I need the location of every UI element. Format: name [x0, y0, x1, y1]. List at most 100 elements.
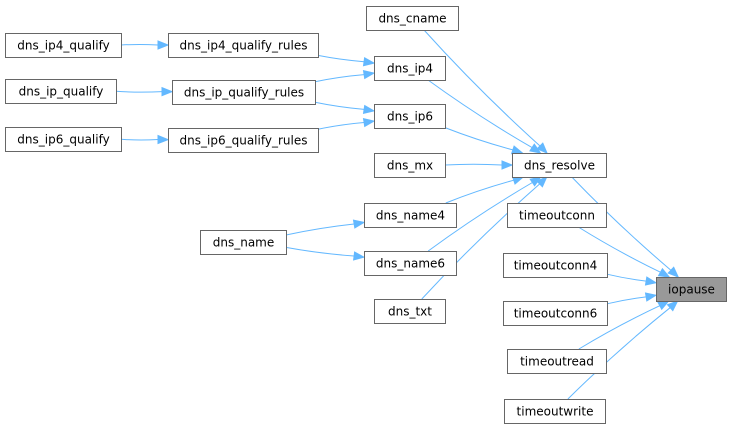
edge-timeoutconn-to-iopause — [578, 226, 671, 278]
node-label: dns_txt — [388, 305, 432, 319]
node-dns-name4[interactable]: dns_name4 — [364, 203, 457, 228]
edge-dns-mx-to-dns-resolve — [444, 160, 514, 170]
nodes-layer: dns_ip4_qualify dns_ip4_qualify_rules dns_… — [5, 6, 727, 424]
node-box[interactable] — [5, 79, 117, 104]
edge-arrowhead — [529, 143, 542, 154]
node-dns-ip-qualify-rules[interactable]: dns_ip_qualify_rules — [172, 80, 316, 105]
edge-line — [285, 223, 355, 236]
node-dns-ip-qualify[interactable]: dns_ip_qualify — [5, 79, 117, 104]
edge-dns-ip-qualify-to-dns-ip-qualify-rules — [115, 86, 174, 97]
node-dns-ip4[interactable]: dns_ip4 — [374, 56, 446, 81]
node-dns-mx[interactable]: dns_mx — [374, 153, 446, 178]
node-dns-resolve[interactable]: dns_resolve — [512, 153, 607, 178]
edge-dns-ip6-qualify-rules-to-dns-ip6 — [317, 117, 376, 130]
edge-arrowhead — [362, 117, 376, 128]
node-iopause[interactable]: iopause — [656, 277, 727, 302]
node-box[interactable] — [5, 33, 122, 58]
edge-arrowhead — [362, 69, 376, 80]
node-box[interactable] — [364, 251, 457, 276]
edge-line — [423, 29, 541, 147]
node-dns-cname[interactable]: dns_cname — [366, 6, 459, 31]
node-box[interactable] — [503, 301, 608, 326]
node-label: timeoutwrite — [517, 405, 594, 419]
edge-line — [606, 296, 647, 305]
node-box[interactable] — [512, 153, 607, 178]
node-box[interactable] — [364, 203, 457, 228]
edge-arrowhead — [535, 176, 548, 188]
node-label: timeoutconn6 — [514, 307, 598, 321]
node-timeoutread[interactable]: timeoutread — [507, 349, 607, 374]
edge-line — [115, 90, 163, 93]
node-dns-txt[interactable]: dns_txt — [374, 299, 446, 324]
edge-line — [120, 138, 159, 141]
node-label: dns_ip4_qualify — [17, 39, 109, 53]
node-box[interactable] — [374, 153, 446, 178]
edge-arrowhead — [157, 40, 170, 50]
node-box[interactable] — [656, 277, 727, 302]
edge-line — [285, 246, 355, 257]
node-label: timeoutconn4 — [514, 259, 598, 273]
node-dns-ip6-qualify-rules[interactable]: dns_ip6_qualify_rules — [168, 128, 319, 153]
node-box[interactable] — [168, 33, 319, 58]
node-timeoutwrite[interactable]: timeoutwrite — [504, 399, 606, 424]
node-box[interactable] — [503, 253, 608, 278]
edge-dns-name-to-dns-name4 — [285, 219, 366, 236]
edge-line — [317, 54, 365, 63]
edge-timeoutwrite-to-iopause — [567, 300, 679, 400]
node-dns-ip6-qualify[interactable]: dns_ip6_qualify — [5, 127, 122, 152]
node-box[interactable] — [172, 80, 316, 105]
edge-dns-ip6-qualify-to-dns-ip6-qualify-rules — [120, 134, 170, 145]
edge-dns-cname-to-dns-resolve — [423, 29, 548, 154]
edge-arrowhead — [362, 57, 376, 67]
edge-arrowhead — [161, 86, 174, 97]
edge-line — [606, 273, 647, 282]
edge-arrowhead — [510, 145, 524, 155]
edge-line — [578, 305, 661, 350]
edge-line — [421, 183, 540, 300]
node-label: dns_ip4_qualify_rules — [180, 39, 308, 53]
node-label: dns_name6 — [376, 257, 445, 271]
node-box[interactable] — [374, 104, 446, 129]
edge-arrowhead — [657, 300, 670, 311]
edge-timeoutconn6-to-iopause — [606, 292, 658, 305]
node-label: dns_ip6 — [387, 110, 433, 124]
edge-line — [571, 176, 672, 271]
node-dns-name6[interactable]: dns_name6 — [364, 251, 457, 276]
node-box[interactable] — [507, 203, 607, 228]
edge-arrowhead — [352, 219, 366, 229]
edge-line — [317, 122, 365, 130]
edge-dns-resolve-to-iopause — [571, 176, 680, 278]
edge-line — [427, 79, 533, 149]
edge-arrowhead — [657, 267, 671, 278]
edge-line — [444, 127, 514, 151]
node-timeoutconn4[interactable]: timeoutconn4 — [503, 253, 608, 278]
node-label: dns_resolve — [524, 159, 595, 173]
node-box[interactable] — [200, 230, 287, 255]
node-dns-ip6[interactable]: dns_ip6 — [374, 104, 446, 129]
edge-arrowhead — [157, 134, 170, 145]
edge-dns-ip4-qualify-to-dns-ip4-qualify-rules — [120, 40, 170, 50]
edge-arrowhead — [644, 292, 658, 302]
edge-line — [444, 163, 503, 166]
node-box[interactable] — [168, 128, 319, 153]
node-dns-ip4-qualify[interactable]: dns_ip4_qualify — [5, 33, 122, 58]
node-box[interactable] — [374, 299, 446, 324]
node-label: dns_ip6_qualify — [17, 133, 109, 147]
node-label: dns_mx — [387, 159, 433, 173]
node-box[interactable] — [507, 349, 607, 374]
node-timeoutconn6[interactable]: timeoutconn6 — [503, 301, 608, 326]
node-box[interactable] — [504, 399, 606, 424]
node-dns-name[interactable]: dns_name — [200, 230, 287, 255]
node-box[interactable] — [374, 56, 446, 81]
edge-line — [427, 182, 533, 252]
node-box[interactable] — [5, 127, 122, 152]
edge-arrowhead — [536, 142, 548, 154]
edge-arrowhead — [353, 251, 366, 261]
edge-dns-ip4-qualify-rules-to-dns-ip4 — [317, 54, 376, 67]
edge-dns-ip4-to-dns-resolve — [427, 79, 542, 154]
node-timeoutconn[interactable]: timeoutconn — [507, 203, 607, 228]
node-box[interactable] — [366, 6, 459, 31]
node-dns-ip4-qualify-rules[interactable]: dns_ip4_qualify_rules — [168, 33, 319, 58]
node-label: dns_name4 — [376, 209, 445, 223]
